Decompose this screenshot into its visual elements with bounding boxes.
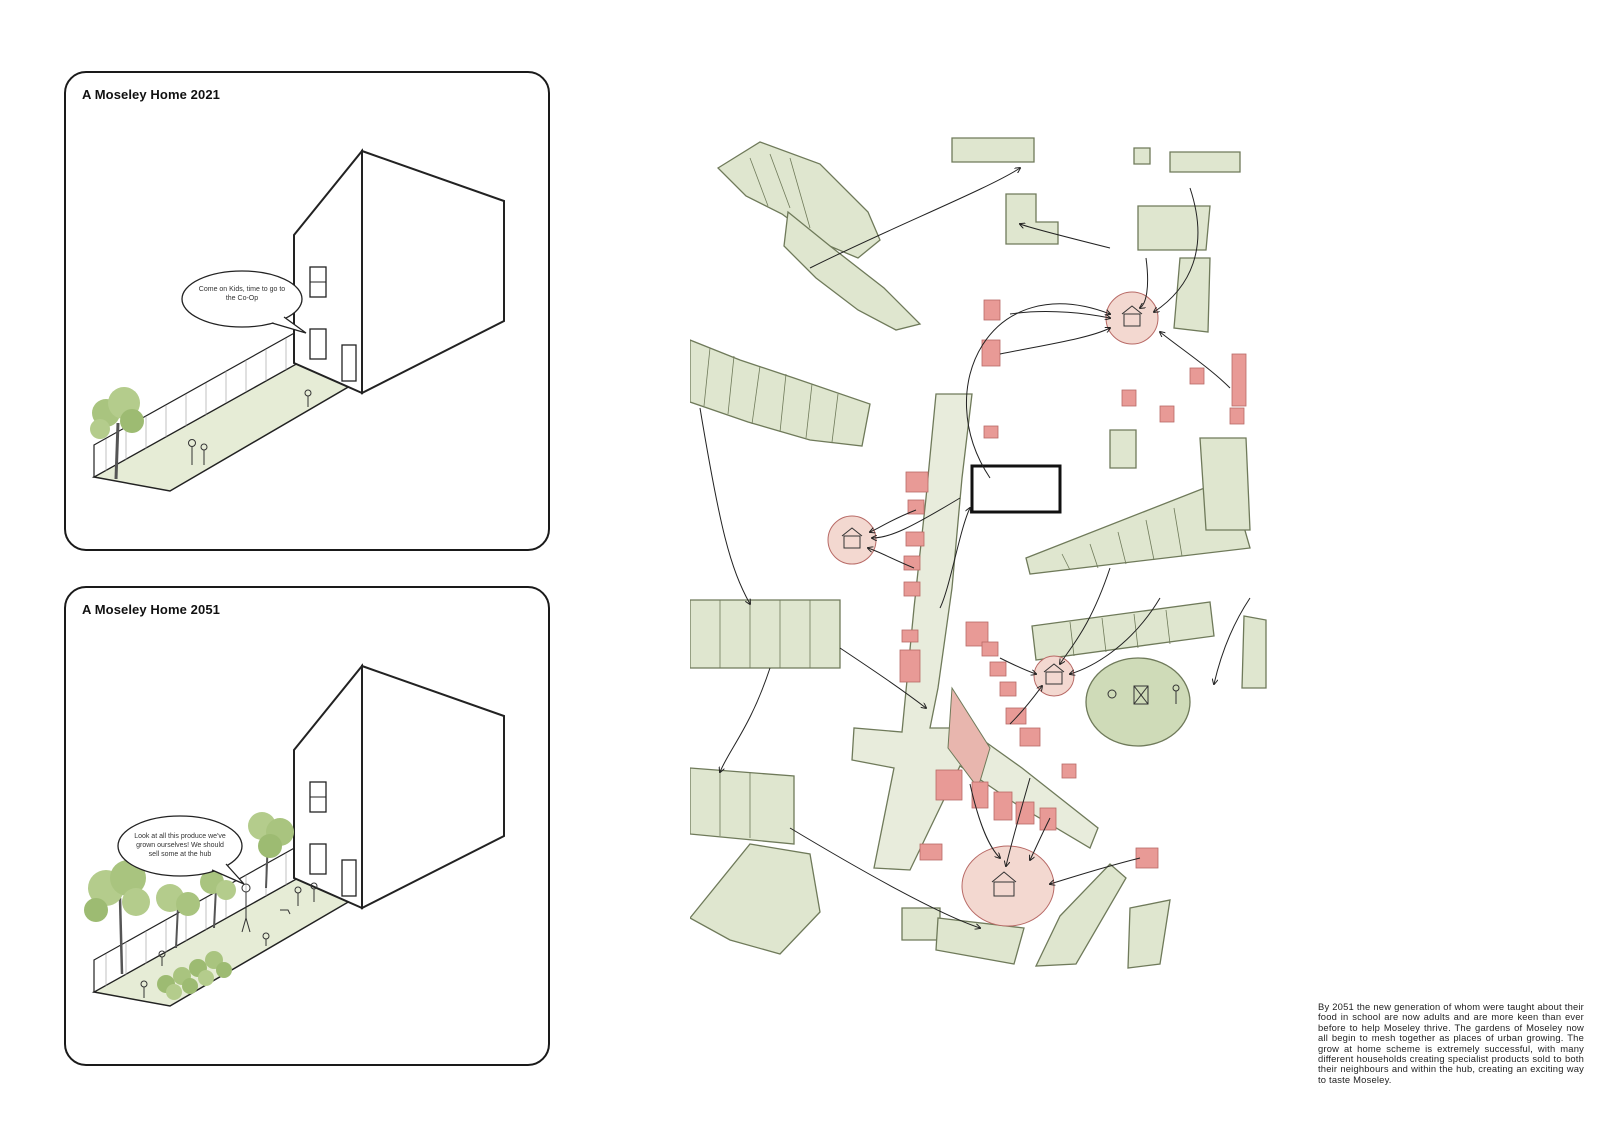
caption-text: By 2051 the new generation of whom were … (1318, 1001, 1584, 1085)
community-garden (1085, 657, 1191, 747)
people (140, 882, 318, 998)
garden (901, 907, 941, 941)
isometric-house-2051 (84, 663, 505, 1007)
garden (783, 210, 922, 331)
garden (1169, 151, 1241, 173)
neighbourhood-map (690, 137, 1267, 969)
house-side (361, 664, 505, 910)
garden (690, 339, 871, 447)
garden (951, 137, 1035, 163)
garden (1031, 601, 1215, 661)
panel-home-2051: A Moseley Home 2051 (64, 586, 550, 1066)
panel-title: A Moseley Home 2021 (82, 87, 220, 102)
isometric-house-2021 (90, 148, 505, 492)
garden-icons (1107, 684, 1180, 705)
people (188, 389, 312, 465)
garden (1109, 429, 1137, 469)
tree (90, 387, 144, 480)
speech-bubble (181, 270, 303, 328)
houses (899, 299, 1247, 869)
door (341, 344, 357, 382)
garden (1034, 863, 1127, 967)
gardens (690, 137, 1267, 969)
hubs (827, 291, 1159, 927)
garden (690, 767, 795, 845)
speech-text: Come on Kids, time to go to the Co-Op (198, 286, 286, 302)
garden (1199, 437, 1251, 531)
garden (690, 843, 821, 955)
highlighted-home (970, 464, 1062, 514)
garden (1127, 899, 1171, 969)
garden (1173, 257, 1211, 333)
house-side (361, 149, 505, 395)
garden (1137, 205, 1211, 251)
garden (1025, 477, 1251, 575)
garden (1133, 147, 1151, 165)
garden (716, 141, 881, 259)
produce-bed (157, 951, 232, 1000)
hub-icons (841, 305, 1143, 897)
flow-arrows (699, 168, 1251, 928)
garden (1241, 615, 1267, 689)
panel-home-2021: A Moseley Home 2021 (64, 71, 550, 551)
speech-bubble (117, 815, 243, 877)
garden (690, 599, 841, 669)
panel-title: A Moseley Home 2051 (82, 602, 220, 617)
trees (84, 812, 294, 975)
speech-text: Look at all this produce we've grown our… (134, 833, 226, 858)
garden (1005, 193, 1059, 245)
door (341, 859, 357, 897)
